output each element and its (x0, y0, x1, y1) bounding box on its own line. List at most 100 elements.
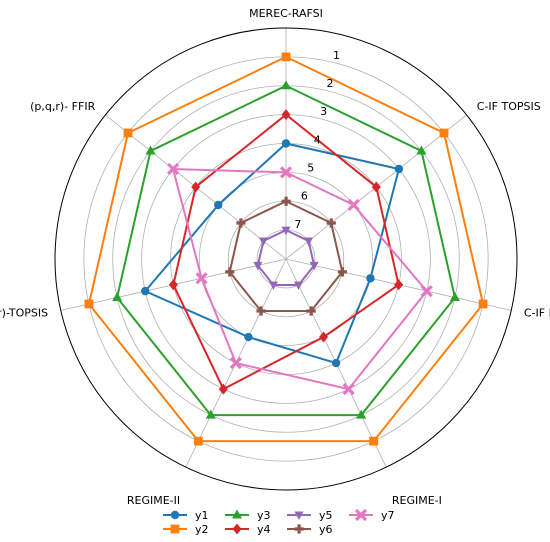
data-point (369, 436, 379, 446)
data-point (326, 218, 336, 228)
data-point (294, 524, 304, 534)
data-point (294, 281, 304, 291)
data-point (281, 226, 291, 236)
data-point (123, 128, 133, 138)
legend-label: y1 (195, 509, 209, 522)
series-line-y4 (172, 113, 400, 391)
series-y3 (112, 80, 460, 419)
series-y1 (141, 139, 404, 368)
data-point (371, 181, 381, 193)
data-point (356, 409, 367, 419)
data-point (268, 281, 278, 291)
data-point (256, 306, 266, 316)
data-point (205, 409, 216, 419)
series-line-y2 (87, 55, 485, 443)
data-point (281, 52, 291, 62)
data-point (319, 331, 329, 343)
series-lines (84, 52, 488, 446)
data-point (141, 286, 150, 296)
series-line-y6 (228, 200, 344, 313)
data-point (294, 511, 304, 520)
legend-label: y2 (195, 523, 209, 536)
category-label: C-IF IR (524, 306, 550, 319)
legend-label: y4 (257, 523, 271, 536)
category-labels: MEREC-RAFSI C-IF TOPSIS C-IF IR REGIME-I REG… (0, 7, 550, 507)
data-point (420, 285, 433, 298)
data-point (478, 299, 488, 309)
data-point (281, 109, 291, 121)
category-label: MEREC-RAFSI (249, 7, 323, 20)
data-point (193, 436, 203, 446)
data-point (304, 237, 314, 246)
data-point (281, 139, 291, 148)
data-point (306, 306, 316, 316)
category-label: (p,q,r)-TOPSIS (0, 306, 48, 319)
data-point (236, 218, 246, 228)
radial-tick-label: 1 (333, 49, 340, 62)
data-point (347, 198, 360, 212)
series-y5 (253, 226, 319, 291)
category-label: C-IF TOPSIS (477, 100, 541, 113)
data-point (449, 292, 460, 302)
data-point (167, 162, 180, 176)
radial-tick-label: 5 (307, 162, 314, 175)
series-line-y1 (143, 142, 401, 365)
radar-grid (54, 27, 518, 491)
category-label: REGIME-I (392, 494, 442, 507)
data-point (354, 508, 368, 522)
data-point (439, 128, 449, 138)
data-point (218, 383, 228, 395)
category-label: REGIME-II (127, 494, 180, 507)
data-point (225, 267, 235, 277)
data-point (112, 292, 123, 302)
legend-entry-y1: y1 (163, 509, 209, 522)
legend-label: y3 (257, 509, 271, 522)
legend-entry-y5: y5 (287, 509, 333, 522)
data-point (195, 272, 208, 285)
radial-tick-label: 4 (314, 133, 321, 146)
data-point (342, 383, 355, 396)
series-line-y3 (116, 84, 456, 417)
series-line-y5 (256, 229, 316, 287)
legend-label: y6 (319, 523, 333, 536)
data-point (232, 509, 242, 519)
legend-label: y5 (319, 509, 333, 522)
data-point (191, 181, 201, 193)
series-y6 (225, 196, 348, 316)
series-line-y7 (171, 167, 429, 391)
data-point (244, 332, 253, 342)
data-point (394, 279, 404, 291)
data-point (337, 267, 348, 277)
series-y2 (84, 52, 488, 446)
legend-entry-y3: y3 (225, 509, 271, 522)
data-point (214, 200, 223, 210)
radial-tick-label: 6 (301, 190, 308, 203)
radial-tick-label: 3 (320, 105, 327, 118)
data-point (168, 279, 178, 291)
data-point (366, 274, 375, 283)
plot-frame (54, 27, 518, 491)
legend-label: y7 (381, 509, 395, 522)
legend-entry-y7: y7 (349, 508, 395, 522)
data-point (281, 196, 291, 206)
legend-entry-y4: y4 (225, 523, 271, 536)
data-point (145, 145, 156, 155)
data-point (394, 164, 404, 174)
data-point (170, 510, 180, 520)
data-point (258, 237, 268, 246)
data-point (281, 80, 291, 90)
data-point (309, 261, 319, 271)
data-point (229, 356, 242, 370)
data-point (232, 523, 242, 535)
data-point (331, 358, 341, 368)
data-point (253, 261, 263, 271)
legend-entry-y2: y2 (163, 523, 209, 536)
radial-tick-label: 7 (294, 218, 301, 231)
radial-tick-label: 2 (327, 77, 334, 90)
category-label: (p,q,r)- FFIR (30, 100, 95, 113)
series-y4 (168, 109, 404, 395)
legend-entry-y6: y6 (287, 523, 333, 536)
data-point (170, 524, 180, 534)
